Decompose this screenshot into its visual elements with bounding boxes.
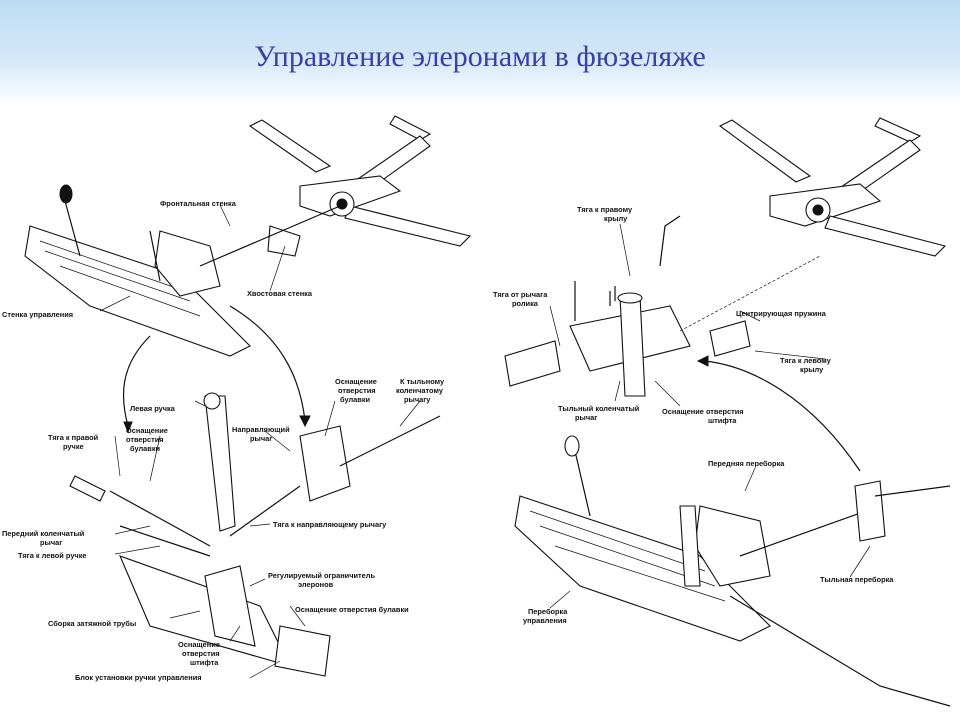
label-pull-roller-lever-2: ролика	[512, 299, 539, 308]
label-front-wall: Фронтальная стенка	[160, 199, 237, 208]
label-pin-fitting-2a: Оснащение	[178, 640, 220, 649]
label-pull-left-wing-1: Тяга к левому	[780, 356, 832, 365]
arrow-to-lower-right	[229, 305, 306, 422]
label-pull-left-wing-2: крылу	[800, 365, 824, 374]
label-rear-bellcrank-1: Тыльный коленчатый	[558, 404, 640, 413]
label-torque-tube: Сборка затяжной трубы	[48, 619, 136, 628]
label-adj-stop-2: элеронов	[298, 580, 334, 589]
label-control-wall: Стенка управления	[2, 310, 73, 319]
label-pin-fitting-1c: булавки	[130, 444, 161, 453]
label-pin-fitting-1b: отверстия	[126, 435, 164, 444]
right-diagram-panel: Тяга к правому крылу Тяга от рычага роли…	[480, 106, 960, 720]
label-pin-fitting-4b: отверстия	[338, 386, 376, 395]
label-pull-right-wing-1: Тяга к правому	[577, 205, 633, 214]
label-rear-bulkhead: Тыльная переборка	[820, 575, 894, 584]
label-guide-lever-1: Направляющий	[232, 425, 290, 434]
label-pin-fitting-2b: отверстия	[182, 649, 220, 658]
arrow-to-bellcrank	[704, 360, 861, 472]
label-pin-fitting-1a: Оснащение	[126, 426, 168, 435]
label-adj-stop-1: Регулируемый ограничитель	[268, 571, 375, 580]
label-pin-fitting-2c: штифта	[190, 658, 219, 667]
label-pull-left-stick: Тяга к левой ручке	[18, 551, 87, 560]
label-to-rear-bellcrank-3: рычагу	[404, 395, 431, 404]
label-left-stick: Левая ручка	[130, 404, 176, 413]
label-pull-guide-lever: Тяга к направляющему рычагу	[273, 520, 387, 529]
label-to-rear-bellcrank-2: коленчатому	[396, 386, 444, 395]
label-pin-fitting-4c: булавки	[340, 395, 371, 404]
label-front-bulkhead: Передняя переборка	[708, 459, 785, 468]
rear-bellcrank-assembly	[504, 215, 821, 397]
label-pin-fitting-r1: Оснащение отверстия	[662, 407, 744, 416]
label-stick-mount-block: Блок установки ручки управления	[75, 673, 202, 682]
label-pull-right-stick-1: Тяга к правой	[48, 433, 99, 442]
left-diagram: Фронтальная стенка Хвостовая стенка Стен…	[2, 115, 472, 682]
label-rear-bellcrank-2: рычаг	[575, 413, 597, 422]
label-control-bulkhead-2: управления	[523, 616, 567, 625]
label-pull-right-stick-2: ручке	[63, 442, 84, 451]
label-tail-wall: Хвостовая стенка	[247, 289, 313, 298]
right-diagram: Тяга к правому крылу Тяга от рычага роли…	[493, 117, 951, 707]
lower-control-structure	[514, 435, 951, 707]
left-diagram-panel: Фронтальная стенка Хвостовая стенка Стен…	[0, 106, 480, 696]
label-pull-roller-lever-1: Тяга от рычага	[493, 290, 548, 299]
label-pin-fitting-3: Оснащение отверстия булавки	[295, 605, 409, 614]
label-guide-lever-2: рычаг	[250, 434, 272, 443]
aircraft-silhouette-right	[718, 117, 947, 257]
label-to-rear-bellcrank-1: К тыльному	[400, 377, 445, 386]
label-pin-fitting-r2: штифта	[708, 416, 737, 425]
label-control-bulkhead-1: Переборка	[528, 607, 568, 616]
label-pull-right-wing-2: крылу	[604, 214, 628, 223]
upper-control-structure	[24, 184, 341, 357]
arrow-to-lower-left	[122, 335, 151, 427]
label-pin-fitting-4a: Оснащение	[335, 377, 377, 386]
stick-assembly	[69, 392, 441, 677]
label-front-bellcrank-1: Передний коленчатый	[2, 529, 85, 538]
label-front-bellcrank-2: рычаг	[40, 538, 62, 547]
label-centering-spring: Центрирующая пружина	[736, 309, 827, 318]
slide-title: Управление элеронами в фюзеляже	[254, 40, 706, 73]
aircraft-silhouette-left	[248, 115, 472, 247]
